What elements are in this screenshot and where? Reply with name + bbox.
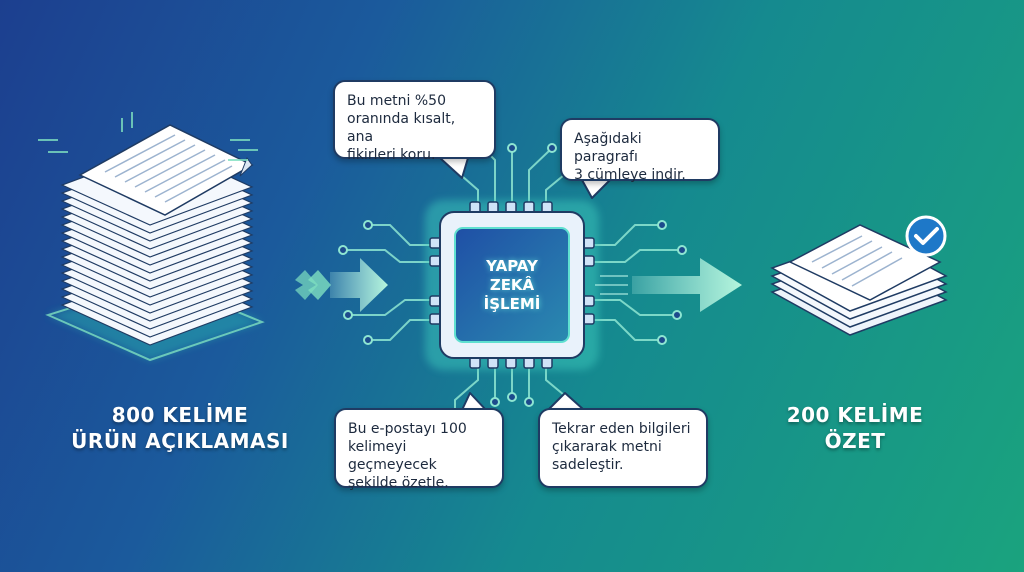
ai-chip [425, 200, 599, 370]
input-label-line: ÜRÜN AÇIKLAMASI [71, 429, 289, 453]
input-label-line: 800 KELİME [111, 403, 249, 427]
chip-label-line: İŞLEMİ [483, 294, 541, 313]
prompt-text: Bu e-postayı 100 kelimeyi geçmeyecek şek… [348, 421, 467, 491]
prompt-bubble: Tekrar eden bilgileri çıkararak metni sa… [538, 408, 708, 488]
prompt-text: Bu metni %50 oranında kısalt, ana fikirl… [347, 93, 456, 163]
input-label: 800 KELİME ÜRÜN AÇIKLAMASI [60, 402, 300, 454]
prompt-text: Aşağıdaki paragrafı 3 cümleye indir. [574, 131, 686, 183]
document-stack-icon [38, 112, 265, 362]
output-label-line: 200 KELİME [786, 403, 924, 427]
output-arrow [595, 258, 742, 312]
check-icon [905, 215, 947, 257]
prompt-bubble: Bu e-postayı 100 kelimeyi geçmeyecek şek… [334, 408, 504, 491]
chip-label-line: YAPAY [486, 256, 538, 275]
prompt-text: Tekrar eden bilgileri çıkararak metni sa… [552, 421, 691, 473]
output-label: 200 KELİME ÖZET [760, 402, 950, 454]
bubble-tails [439, 157, 611, 411]
prompt-bubble: Bu metni %50 oranında kısalt, ana fikirl… [333, 80, 496, 163]
chip-label-line: ZEKÂ [489, 275, 535, 294]
chip-label: YAPAY ZEKÂ İŞLEMİ [462, 245, 562, 325]
output-label-line: ÖZET [824, 429, 886, 453]
summary-document-icon [770, 224, 948, 336]
input-arrow [295, 258, 388, 312]
prompt-bubble: Aşağıdaki paragrafı 3 cümleye indir. [560, 118, 720, 183]
